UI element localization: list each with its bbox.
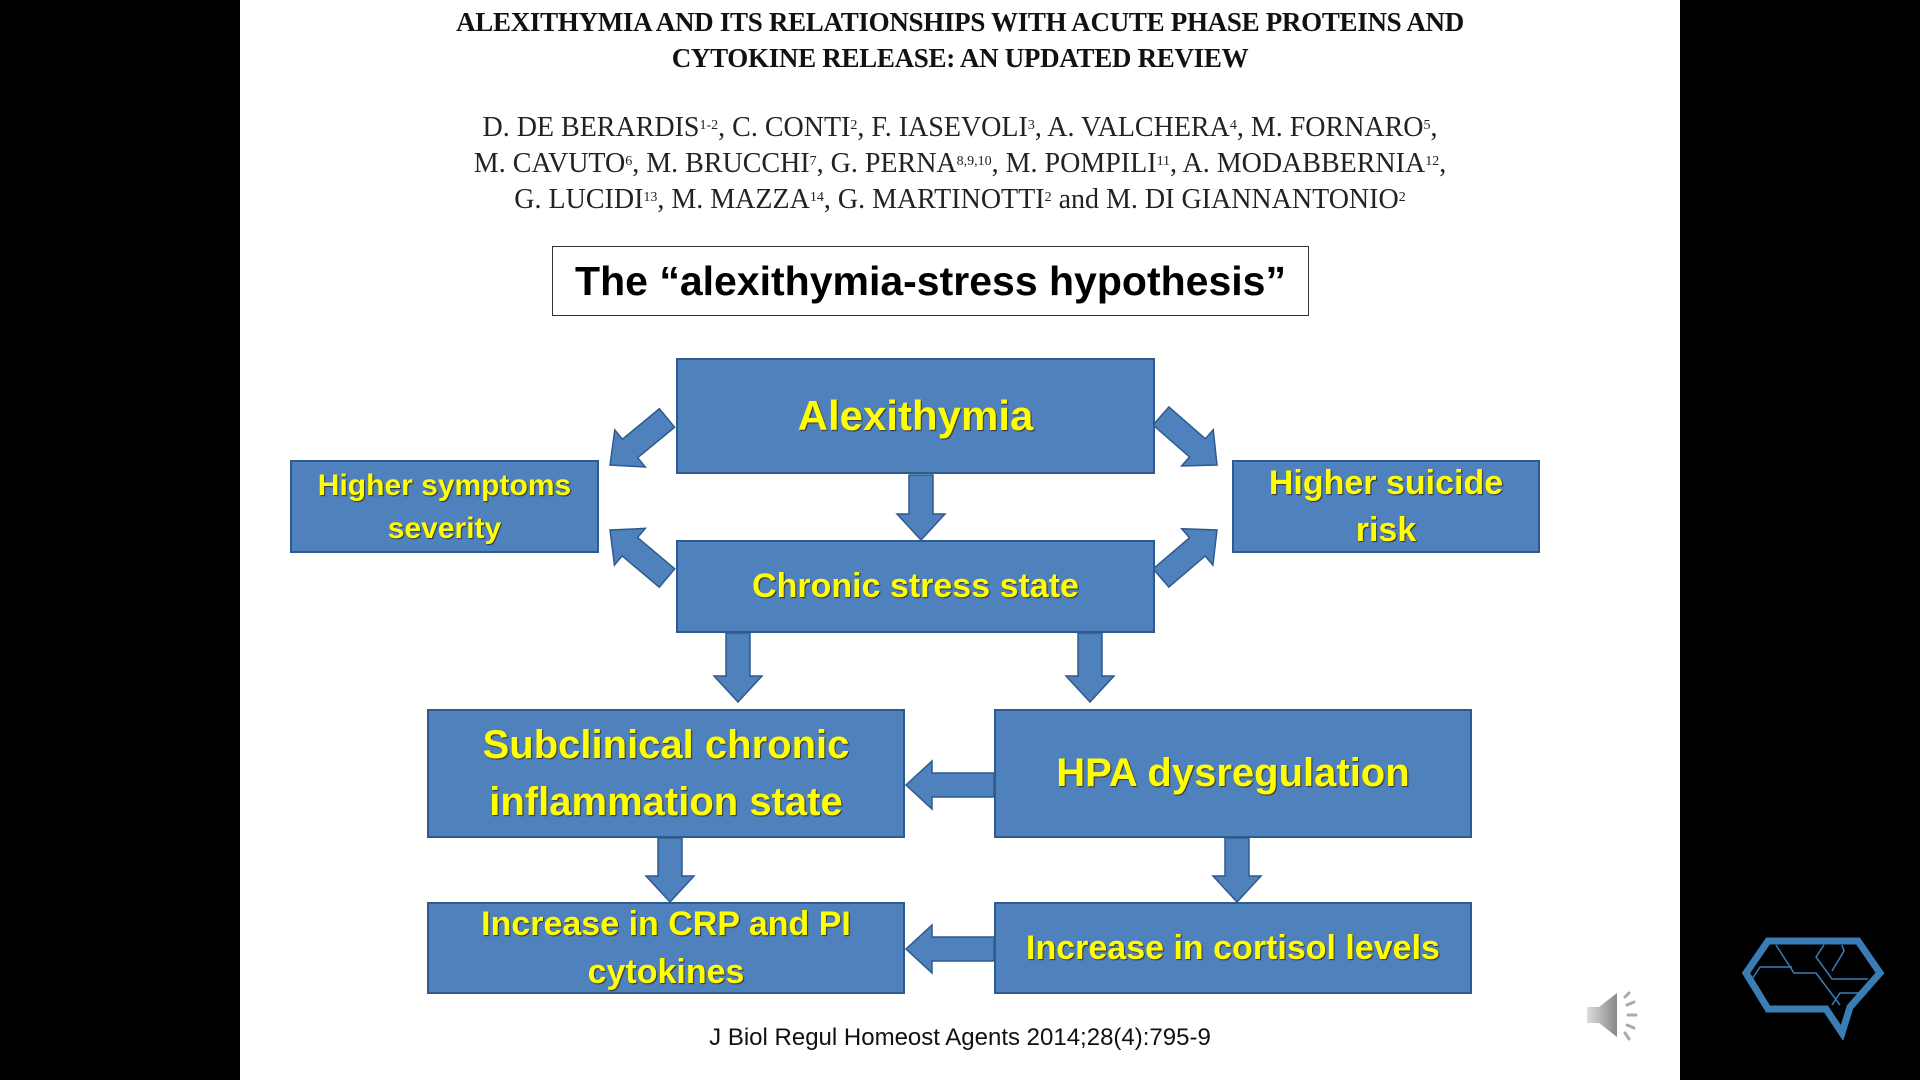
box-chronic-stress-state: Chronic stress state — [676, 540, 1155, 633]
arrow-chronic-to-symptoms — [609, 527, 676, 589]
affiliation-number: 13 — [643, 190, 658, 205]
affiliation-number: 8,9,10 — [956, 154, 992, 169]
title-line: ALEXITHYMIA AND ITS RELATIONSHIPS WITH A… — [456, 7, 1464, 37]
speaker-icon[interactable] — [1583, 985, 1653, 1050]
author-name: , M. MAZZA — [657, 184, 810, 215]
affiliation-number: 12 — [1425, 154, 1440, 169]
box-higher-suicide-risk: Higher suicide risk — [1232, 460, 1540, 553]
author-name: , C. CONTI — [718, 112, 851, 143]
box-subclinical-inflammation: Subclinical chronic inflammation state — [427, 709, 905, 838]
hexagon-brain-logo — [1740, 935, 1885, 1045]
arrow-hpa-to-cortisol — [1211, 837, 1263, 904]
affiliation-number: 2 — [1398, 190, 1406, 205]
box-alexithymia: Alexithymia — [676, 358, 1155, 474]
author-name: D. DE BERARDIS — [482, 112, 700, 143]
author-name: , G. PERNA — [816, 148, 957, 179]
affiliation-number: 1-2 — [699, 118, 719, 133]
author-name: , M. FORNARO — [1236, 112, 1424, 143]
box-increase-cortisol: Increase in cortisol levels — [994, 902, 1472, 994]
affiliation-number: 4 — [1229, 118, 1237, 133]
author-name: , A. VALCHERA — [1034, 112, 1230, 143]
author-name: , — [1439, 148, 1447, 179]
author-line: D. DE BERARDIS1-2, C. CONTI2, F. IASEVOL… — [0, 110, 1920, 146]
affiliation-number: 11 — [1156, 154, 1171, 169]
author-name: , M. POMPILI — [991, 148, 1157, 179]
author-name: , M. BRUCCHI — [632, 148, 810, 179]
author-list: D. DE BERARDIS1-2, C. CONTI2, F. IASEVOL… — [0, 110, 1920, 218]
author-name: , — [1430, 112, 1438, 143]
author-name: and M. DI GIANNANTONIO — [1051, 184, 1399, 215]
affiliation-number: 14 — [809, 190, 824, 205]
title-line: CYTOKINE RELEASE: AN UPDATED REVIEW — [671, 43, 1249, 73]
hypothesis-heading: The “alexithymia-stress hypothesis” — [552, 246, 1309, 316]
citation: J Biol Regul Homeost Agents 2014;28(4):7… — [709, 1024, 1211, 1051]
arrow-hpa-to-inflammation — [904, 759, 995, 811]
author-name: M. CAVUTO — [473, 148, 626, 179]
arrow-chronic-to-inflammation — [712, 632, 764, 704]
affiliation-number: 5 — [1423, 118, 1431, 133]
affiliation-number: 2 — [1044, 190, 1052, 205]
author-name: , A. MODABBERNIA — [1170, 148, 1426, 179]
arrow-chronic-to-suicide — [1152, 527, 1218, 589]
arrow-cortisol-to-crp — [904, 923, 995, 975]
arrow-alexithymia-to-chronic — [895, 474, 947, 542]
author-line: M. CAVUTO6, M. BRUCCHI7, G. PERNA8,9,10,… — [0, 146, 1920, 182]
box-hpa-dysregulation: HPA dysregulation — [994, 709, 1472, 838]
arrow-inflammation-to-crp — [644, 837, 696, 904]
author-name: , F. IASEVOLI — [857, 112, 1028, 143]
box-increase-crp-cytokines: Increase in CRP and PI cytokines — [427, 902, 905, 994]
author-name: , G. MARTINOTTI — [823, 184, 1045, 215]
paper-title: ALEXITHYMIA AND ITS RELATIONSHIPS WITH A… — [0, 4, 1920, 76]
arrow-alexithymia-to-suicide — [1152, 405, 1218, 467]
affiliation-number: 2 — [850, 118, 858, 133]
arrow-alexithymia-to-symptoms — [609, 407, 676, 468]
author-line: G. LUCIDI13, M. MAZZA14, G. MARTINOTTI2 … — [0, 182, 1920, 218]
author-name: G. LUCIDI — [514, 184, 644, 215]
affiliation-number: 7 — [809, 154, 817, 169]
arrow-chronic-to-hpa — [1064, 632, 1116, 704]
affiliation-number: 3 — [1027, 118, 1035, 133]
box-higher-symptoms-severity: Higher symptoms severity — [290, 460, 599, 553]
affiliation-number: 6 — [625, 154, 633, 169]
